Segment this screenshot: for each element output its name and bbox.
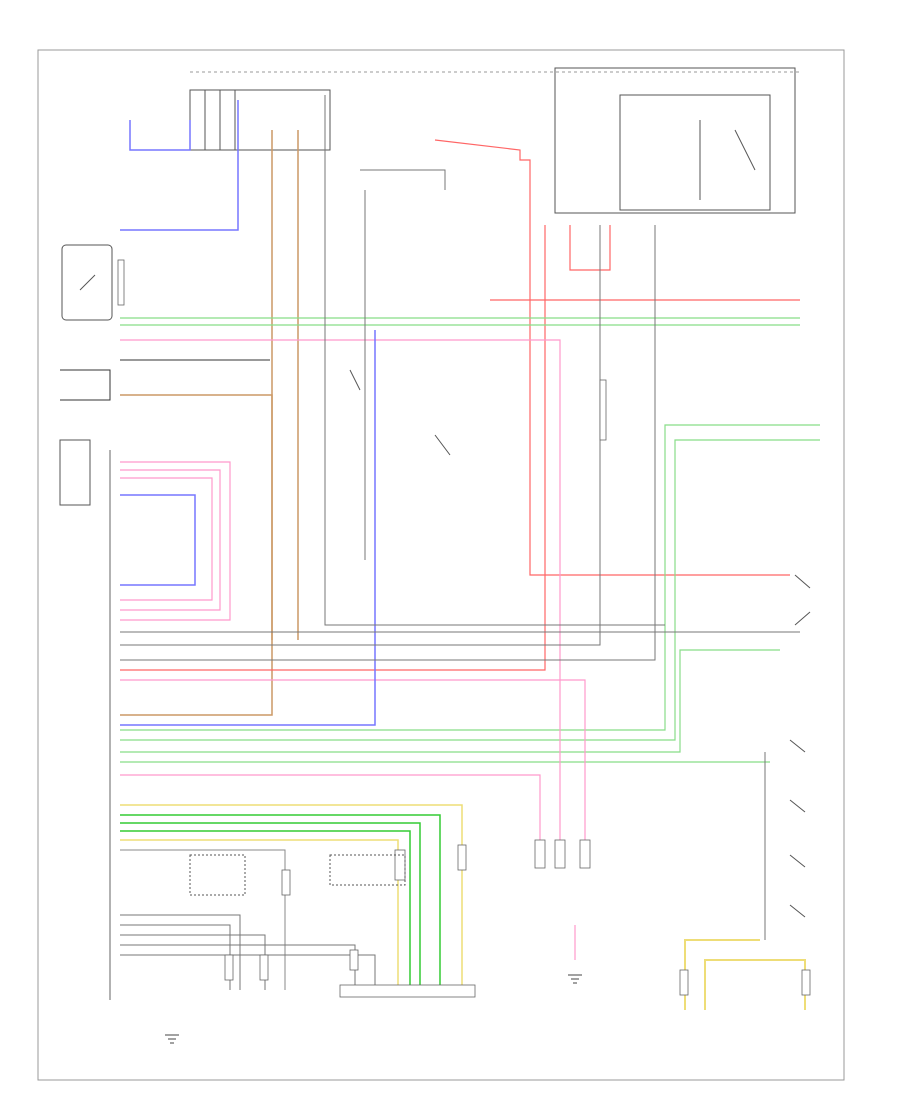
component-bottom-left xyxy=(189,854,246,896)
wire-bright-green-2 xyxy=(120,822,421,990)
component-bottom-mid xyxy=(329,854,406,886)
wire-green-5 xyxy=(120,649,780,753)
ground-symbols xyxy=(165,974,582,1044)
wire-gray-4 xyxy=(120,225,656,661)
wire-blue-2 xyxy=(120,100,239,231)
wire-blue-3 xyxy=(120,494,196,586)
connector-block-bottom xyxy=(339,984,476,998)
wire-gray-5 xyxy=(360,169,446,190)
wire-yellow-3 xyxy=(684,939,760,1010)
switch-symbols xyxy=(349,369,811,918)
junction-block-top-left xyxy=(189,89,331,151)
wire-black-2 xyxy=(60,369,111,401)
wire-blue-4 xyxy=(120,330,376,726)
wire-gray-10 xyxy=(120,934,266,990)
wire-pink-6 xyxy=(120,679,586,860)
wire-bright-green-3 xyxy=(120,830,411,990)
wire-gray-3 xyxy=(120,225,601,646)
wire-gray-7 xyxy=(120,849,286,990)
wire-bright-green-1 xyxy=(120,814,441,990)
wire-red-1 xyxy=(434,139,790,576)
wire-pink-1 xyxy=(120,339,561,860)
wire-gray-1 xyxy=(324,95,665,626)
wire-blue-1 xyxy=(129,120,191,151)
wire-red-4 xyxy=(569,225,611,271)
wire-yellow-1 xyxy=(120,804,463,990)
wire-gray-8 xyxy=(120,914,241,990)
wire-orange-3 xyxy=(120,394,273,716)
wire-yellow-4 xyxy=(704,959,806,1010)
wire-green-3 xyxy=(120,424,820,731)
wire-gray-12 xyxy=(120,954,376,990)
wire-pink-3 xyxy=(120,469,221,611)
wire-gray-11 xyxy=(120,944,356,990)
wire-red-3 xyxy=(120,225,546,671)
wire-pink-2 xyxy=(120,461,231,621)
wire-yellow-2 xyxy=(120,839,399,990)
component-left-mid xyxy=(59,439,91,506)
wire-green-4 xyxy=(120,439,820,741)
connectors xyxy=(117,259,811,996)
relay-box-top-right xyxy=(554,67,796,214)
sensor-top-left xyxy=(61,244,113,321)
diagram-border xyxy=(37,49,845,1081)
wire-pink-4 xyxy=(120,477,213,601)
wire-pink-5 xyxy=(120,774,541,860)
